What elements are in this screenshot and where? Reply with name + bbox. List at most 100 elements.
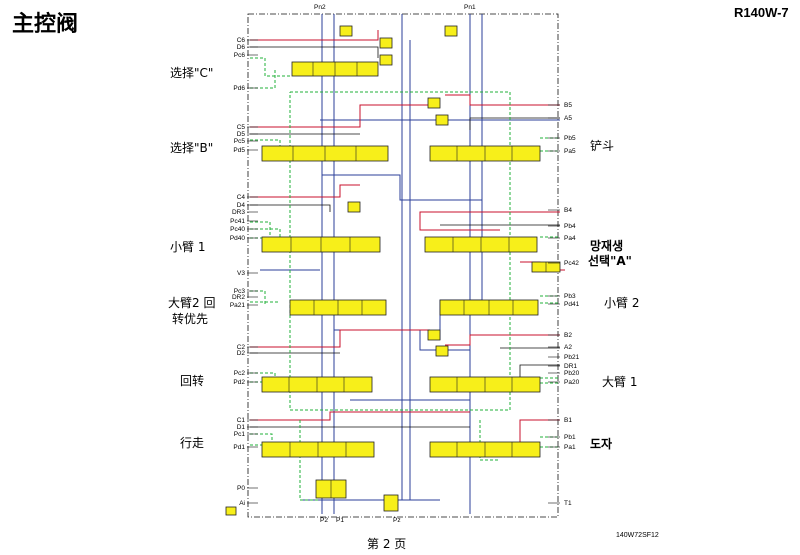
- relief-valve-d4: [347, 201, 361, 213]
- figure-code: 140W72SF12: [616, 532, 659, 539]
- valve-select-b: [261, 145, 389, 162]
- relief-valve-d6: [379, 54, 393, 66]
- left-port-label: C2: [237, 344, 246, 351]
- label-arm1: 小臂 1: [170, 240, 205, 254]
- label-travel: 行走: [180, 436, 204, 450]
- left-port-label: D4: [237, 202, 246, 209]
- valve-arm2: [439, 299, 539, 316]
- pilot-lines: [250, 30, 565, 450]
- left-port-label: D1: [237, 424, 246, 431]
- left-port-label: C4: [237, 194, 246, 201]
- valve-dozer: [429, 441, 541, 458]
- left-port-label: C6: [237, 37, 246, 44]
- left-port-label: P0: [237, 485, 245, 492]
- left-port-label: DR3: [232, 209, 245, 216]
- left-port-label: Ai: [239, 500, 245, 507]
- left-port-labels: C6D6Pc6Pd6C5D5Pc5Pd5C4D4DR3Pc41Pc40Pd40V…: [230, 37, 258, 507]
- port-pn2-label: Pn2: [314, 4, 326, 11]
- right-port-label: T1: [564, 500, 572, 507]
- right-port-label: Pb4: [564, 223, 576, 230]
- right-port-label: Pa1: [564, 444, 576, 451]
- valve-swing: [261, 376, 373, 393]
- port-p2-label: P2: [320, 517, 328, 524]
- port-pz-label: Pz: [393, 517, 401, 524]
- label-select-c: 选择"C": [170, 66, 213, 80]
- left-port-label: Pc5: [234, 138, 246, 145]
- valve-bucket: [429, 145, 541, 162]
- right-port-label: Pb1: [564, 434, 576, 441]
- right-port-label: Pa4: [564, 235, 576, 242]
- left-port-label: C1: [237, 417, 246, 424]
- right-port-label: DR1: [564, 363, 577, 370]
- left-port-label: Pd6: [233, 85, 245, 92]
- relief-valve-pn1: [444, 25, 458, 37]
- relief-valve-a5: [435, 114, 449, 126]
- label-bucket: 铲斗: [590, 138, 614, 153]
- label-swing: 回转: [180, 373, 204, 388]
- left-port-label: Pc1: [234, 431, 246, 438]
- valve-arm1: [261, 236, 381, 253]
- right-port-label: Pa5: [564, 148, 576, 155]
- drain-lines: [250, 57, 560, 501]
- page-number: 第 2 页: [367, 537, 406, 551]
- right-port-label: Pd41: [564, 301, 580, 308]
- right-port-labels: B5A5Pb5Pa5B4Pb4Pa4Pc42Pb3Pd41B2A2Pb21DR1…: [548, 102, 580, 507]
- relief-valve-b2: [427, 329, 441, 341]
- left-port-label: D2: [237, 350, 246, 357]
- relief-valve-b5: [427, 97, 441, 109]
- relief-valve-ai: [225, 506, 237, 516]
- right-port-label: Pb21: [564, 354, 580, 361]
- left-port-label: Pd2: [233, 379, 245, 386]
- valve-pilot-pressure: [383, 494, 399, 512]
- left-port-label: V3: [237, 270, 245, 277]
- label-regen-line2: 선택"A": [588, 253, 632, 268]
- right-port-label: Pb5: [564, 135, 576, 142]
- right-port-label: Pa20: [564, 379, 580, 386]
- left-port-label: D5: [237, 131, 246, 138]
- relief-valve-a2: [435, 345, 449, 357]
- left-port-label: Pd40: [230, 235, 246, 242]
- left-port-label: Pc6: [234, 52, 246, 59]
- label-arm2: 小臂 2: [604, 296, 639, 310]
- right-port-label: B1: [564, 417, 572, 424]
- port-p1-label: P1: [336, 517, 344, 524]
- left-port-label: Pd5: [233, 147, 245, 154]
- right-port-label: B5: [564, 102, 572, 109]
- right-port-label: Pc42: [564, 260, 579, 267]
- label-dozer: 도자: [590, 436, 612, 451]
- valve-travel: [261, 441, 375, 458]
- spool-valves: [225, 25, 561, 516]
- left-port-label: Pd1: [233, 444, 245, 451]
- valve-body-outline: [247, 13, 559, 518]
- valve-boom1: [429, 376, 541, 393]
- right-port-label: B4: [564, 207, 572, 214]
- relief-valve-c6: [379, 37, 393, 49]
- valve-regen-a: [424, 236, 538, 253]
- valve-boom2-swing-priority: [289, 299, 387, 316]
- label-boom2-line1: 大臂2 回: [168, 296, 215, 310]
- valve-inlet-block: [315, 479, 347, 499]
- relief-valve-pn2: [339, 25, 353, 37]
- port-pn1-label: Pn1: [464, 4, 476, 11]
- left-port-label: Pa21: [230, 302, 246, 309]
- valve-select-c: [291, 61, 379, 77]
- left-port-label: Pc40: [230, 226, 245, 233]
- left-port-label: Pc41: [230, 218, 245, 225]
- left-port-label: Pc2: [234, 370, 246, 377]
- left-port-label: D6: [237, 44, 246, 51]
- pressure-lines: [260, 14, 560, 514]
- label-regen-line1: 망재생: [590, 238, 623, 253]
- right-port-label: Pb20: [564, 370, 580, 377]
- right-port-label: A2: [564, 344, 572, 351]
- label-boom2-line2: 转优先: [172, 311, 208, 326]
- left-port-label: C5: [237, 124, 246, 131]
- label-boom1: 大臂 1: [602, 375, 637, 389]
- model-number: R140W-7: [734, 5, 789, 20]
- page-title: 主控阀: [12, 11, 78, 37]
- right-port-label: A5: [564, 115, 572, 122]
- right-port-label: Pb3: [564, 293, 576, 300]
- valve-regen-select: [531, 261, 561, 273]
- left-port-label: DR2: [232, 294, 245, 301]
- left-port-label: Pc3: [234, 288, 246, 295]
